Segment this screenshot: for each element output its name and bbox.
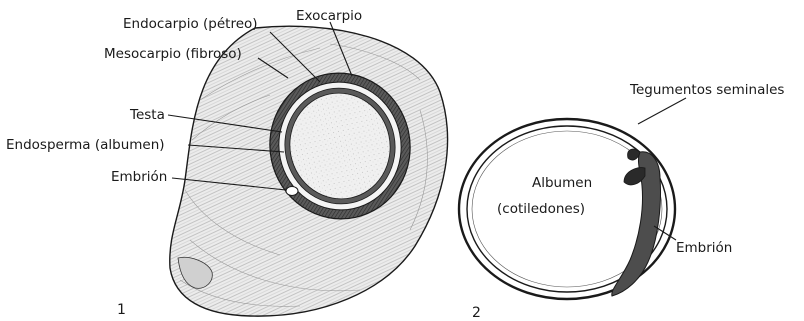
fruit-section-drawing: [170, 26, 448, 316]
label-cotyledons: (cotiledones): [497, 201, 585, 217]
embryo-fig1: [286, 187, 298, 196]
label-mesocarp: Mesocarpio (fibroso): [104, 46, 242, 62]
label-endosperm: Endosperma (albumen): [6, 137, 165, 153]
figure-number-2: 2: [472, 305, 481, 321]
label-embryo-fig2: Embrión: [676, 240, 732, 256]
label-embryo-fig1: Embrión: [111, 169, 167, 185]
label-exocarp: Exocarpio: [296, 8, 362, 24]
label-testa: Testa: [129, 107, 165, 123]
label-endocarp: Endocarpio (pétreo): [123, 16, 258, 32]
label-albumen: Albumen: [532, 175, 592, 191]
label-seed-coats: Tegumentos seminales: [629, 82, 784, 98]
figure-number-1: 1: [117, 302, 126, 318]
